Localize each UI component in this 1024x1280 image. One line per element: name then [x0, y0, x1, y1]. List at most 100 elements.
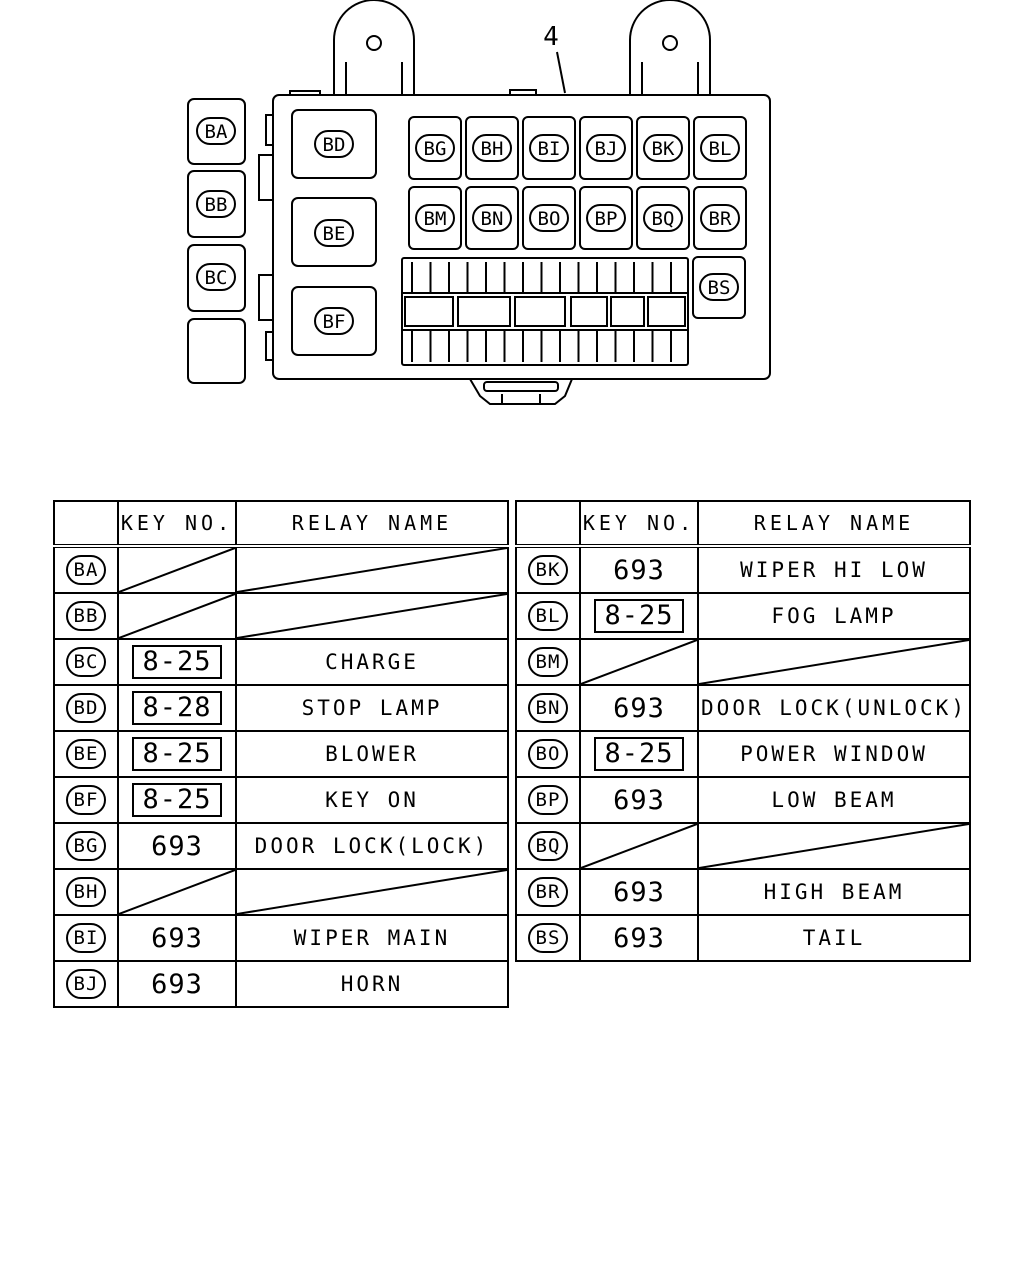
relay-label-bk-outline: [643, 134, 683, 162]
relay-label-bq-outline: [643, 204, 683, 232]
key-number: 8-25: [132, 645, 222, 679]
relay-code: BH: [65, 877, 107, 907]
relay-code: BD: [65, 693, 107, 723]
bottom-clip: [469, 378, 573, 405]
relay-slot-bg: [408, 116, 462, 180]
relay-label-be-outline: [314, 219, 354, 247]
table-row: BR 693 HIGH BEAM: [515, 868, 971, 916]
relay-label-bj: BJ: [595, 138, 618, 160]
left-mount-hole: [366, 35, 382, 51]
relay-name: POWER WINDOW: [740, 742, 928, 766]
relay-code: BJ: [65, 969, 107, 999]
relay-code: BM: [527, 647, 569, 677]
relay-code: BP: [527, 785, 569, 815]
relay-label-bj-outline: [586, 134, 626, 162]
key-number: 8-25: [132, 783, 222, 817]
relay-label-bc-outline: [196, 263, 236, 291]
key-number: 8-28: [132, 691, 222, 725]
relay-slot-bq: [636, 186, 690, 250]
relay-code: BN: [527, 693, 569, 723]
relay-label-bs-outline: [699, 273, 739, 301]
relay-code: BS: [527, 923, 569, 953]
relay-code: BA: [65, 555, 107, 585]
table-row: BE 8-25 BLOWER: [53, 730, 509, 778]
relay-code: BO: [527, 739, 569, 769]
relay-label-bb-outline: [196, 190, 236, 218]
relay-code: BF: [65, 785, 107, 815]
key-number: 693: [151, 968, 203, 1000]
relay-label-bq: BQ: [652, 208, 675, 230]
relay-code: BC: [65, 647, 107, 677]
relay-label-ba: BA: [205, 121, 228, 143]
relay-label-bf-outline: [314, 307, 354, 335]
relay-name: BLOWER: [325, 742, 419, 766]
key-number: 8-25: [594, 599, 684, 633]
relay-name-header: RELAY NAME: [235, 500, 509, 548]
table-row: BJ 693 HORN: [53, 960, 509, 1008]
relay-label-bd-outline: [314, 130, 354, 158]
relay-name-header: RELAY NAME: [697, 500, 971, 548]
left-mount-ear: [333, 0, 415, 95]
relay-name: CHARGE: [325, 650, 419, 674]
table-row: BC 8-25 CHARGE: [53, 638, 509, 686]
key-number: 693: [151, 922, 203, 954]
fuse-block: [401, 257, 689, 366]
table-row: BA: [53, 545, 509, 594]
relay-label-bc: BC: [205, 267, 228, 289]
relay-code: BL: [527, 601, 569, 631]
relay-code: BG: [65, 831, 107, 861]
relay-slot-bl: [693, 116, 747, 180]
relay-label-bk: BK: [652, 138, 675, 160]
relay-name: FOG LAMP: [771, 604, 897, 628]
relay-name: STOP LAMP: [301, 696, 443, 720]
relay-label-bl-outline: [700, 134, 740, 162]
relay-label-bi: BI: [538, 138, 561, 160]
relay-label-bm-outline: [415, 204, 455, 232]
callout-number: 4: [543, 22, 559, 52]
key-number: 693: [613, 692, 665, 724]
relay-slot-bn: [465, 186, 519, 250]
relay-label-bm: BM: [424, 208, 447, 230]
code-header: [53, 500, 119, 548]
relay-label-bo-outline: [529, 204, 569, 232]
table-row: BB: [53, 592, 509, 640]
relay-name: HORN: [340, 972, 404, 996]
key-no-header: KEY NO.: [579, 500, 699, 548]
relay-code: BB: [65, 601, 107, 631]
relay-label-bn: BN: [481, 208, 504, 230]
code-header: [515, 500, 581, 548]
relay-label-bh-outline: [472, 134, 512, 162]
relay-slot-bp: [579, 186, 633, 250]
relay-code: BE: [65, 739, 107, 769]
table-row: BL 8-25 FOG LAMP: [515, 592, 971, 640]
key-number: 8-25: [132, 737, 222, 771]
key-number: 8-25: [594, 737, 684, 771]
relay-label-bl: BL: [709, 138, 732, 160]
relay-label-be: BE: [323, 223, 346, 245]
relay-name: TAIL: [802, 926, 866, 950]
relay-box-housing: [272, 94, 771, 380]
relay-label-bo: BO: [538, 208, 561, 230]
relay-slot-bh: [465, 116, 519, 180]
relay-label-bi-outline: [529, 134, 569, 162]
callout-leader: [556, 51, 566, 94]
table-row: BQ: [515, 822, 971, 870]
relay-slot-bo: [522, 186, 576, 250]
relay-code: BR: [527, 877, 569, 907]
empty-relay-slot: [187, 318, 246, 384]
key-number: 693: [613, 876, 665, 908]
relay-label-bs: BS: [708, 277, 731, 299]
relay-name: HIGH BEAM: [763, 880, 905, 904]
table-row: BD 8-28 STOP LAMP: [53, 684, 509, 732]
relay-label-bg-outline: [415, 134, 455, 162]
relay-slot-br: [693, 186, 747, 250]
relay-code: BI: [65, 923, 107, 953]
relay-slot-bm: [408, 186, 462, 250]
